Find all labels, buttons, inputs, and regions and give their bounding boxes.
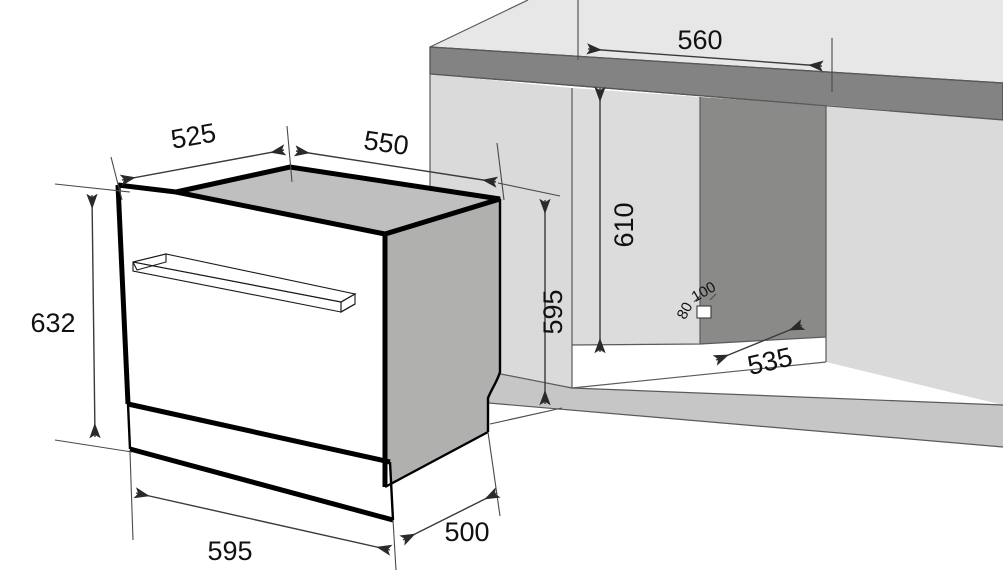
ext-line-595w-right [392,519,397,571]
dim-line-500 [399,487,501,546]
dim-line-535 [712,319,806,366]
floor-plinth-band [430,360,1003,447]
service-cutout-notch [696,305,712,319]
dimension-appliance-595-height: 595 [489,182,568,425]
recess-floor-front-edge [571,361,827,389]
appliance-side-panel [385,199,500,487]
ext-line-595h-bottom [489,407,563,425]
ext-line-525-right [286,125,293,183]
dim-label-550: 550 [362,125,411,161]
dim-line-560 [586,43,824,72]
ext-line-595h-top [497,182,561,197]
dimension-appliance-632: 632 [30,183,133,453]
dim-label-500: 500 [444,517,489,547]
dim-line-525 [119,144,287,186]
dimension-appliance-550: 550 [293,125,505,201]
dim-label-560: 560 [677,25,722,55]
ext-line-632-bottom [54,439,133,453]
worktop-top-surface [430,0,1003,83]
dim-line-550 [293,145,499,188]
appliance-rear-right-edge [486,199,502,432]
dimension-appliance-595-width: 595 [129,451,397,571]
appliance-side-bottom-edge [384,430,489,489]
dim-line-632 [86,193,101,439]
dim-label-595-width: 595 [207,536,252,566]
ext-line-550-right [496,142,505,201]
plinth-bottom-edge [429,397,1003,448]
handle-right-lower-edge [340,303,356,313]
worktop-bottom-front-edge [429,73,1003,121]
dim-label-595-height: 595 [538,289,568,334]
cabinet-right-wall [826,105,1003,405]
ext-line-632-top [54,183,131,193]
dim-line-595w [133,487,393,556]
appliance-top-left-lip [117,182,177,195]
dimension-recess-width-560: 560 [577,0,833,92]
appliance-plinth-separator [127,401,391,465]
dimension-appliance-500: 500 [399,431,501,547]
worktop-left-bevel [429,0,529,48]
ext-line-525-left [110,156,123,201]
dim-label-610: 610 [609,202,639,247]
cabinet-back-panel [700,97,826,344]
ext-line-notch-b [709,293,717,301]
appliance-front-left-edge [115,184,131,405]
ext-line-595w-left [129,451,134,541]
dim-label-80: 80 [674,300,697,323]
dim-label-632: 632 [30,308,75,338]
ext-line-notch-a [693,295,701,303]
dimension-recess-height-610: 610 [594,86,639,354]
door-handle[interactable] [132,253,357,313]
appliance-plinth-left-edge [126,403,132,450]
